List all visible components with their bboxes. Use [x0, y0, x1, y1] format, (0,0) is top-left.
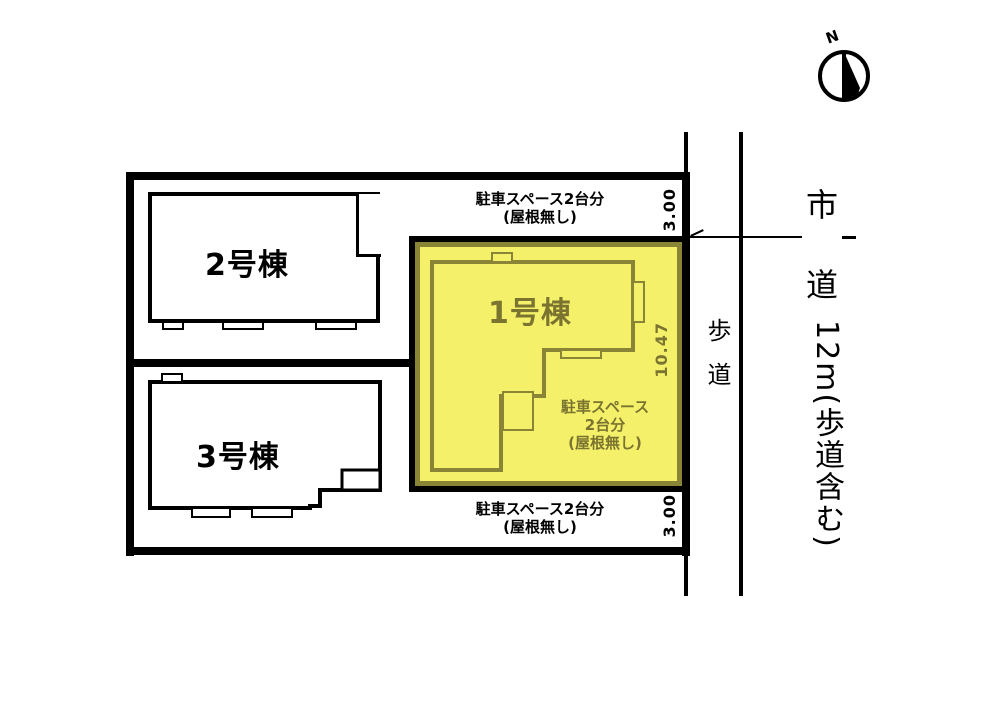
- parking-bottom-label: 駐車スペース2台分 (屋根無し): [475, 500, 605, 536]
- building-2-window: [315, 321, 357, 330]
- north-arrow-icon: [818, 50, 870, 102]
- building-2-window: [162, 321, 184, 330]
- parking-bottom-width-dimension: 3.00: [660, 494, 679, 538]
- lot1-depth-dimension: 10.47: [652, 322, 671, 378]
- building-3-outline[interactable]: [144, 372, 384, 522]
- sidewalk-label: 歩道: [703, 318, 731, 406]
- lot1-boundary-top: [409, 236, 689, 242]
- building-3-label: 3号棟: [196, 440, 280, 475]
- site-boundary-top: [126, 172, 688, 180]
- building-2[interactable]: [148, 192, 380, 323]
- road-boundary-line: [684, 132, 688, 596]
- lot1-boundary-left: [409, 236, 415, 492]
- north-arrow: N: [812, 26, 874, 106]
- building-2-notch: [356, 194, 381, 257]
- lot1-boundary-bottom: [409, 486, 689, 492]
- road-name-char-1: 市: [806, 186, 839, 224]
- building-2-window: [222, 321, 264, 330]
- site-boundary-bottom: [126, 547, 688, 555]
- lot1-parking-label: 駐車スペース 2台分 (屋根無し): [560, 398, 650, 452]
- building-2-label: 2号棟: [205, 248, 289, 283]
- building-1-outline[interactable]: [415, 242, 682, 486]
- parking-top-width-dimension: 3.00: [660, 188, 679, 232]
- road-name-char-2: 道: [806, 266, 839, 304]
- road-width-leader-line: [690, 236, 802, 238]
- north-label: N: [823, 26, 842, 48]
- parking-top-label: 駐車スペース2台分 (屋根無し): [475, 190, 605, 226]
- road-width-label: 12m(歩道含む): [809, 320, 844, 549]
- building-1-label: 1号棟: [488, 296, 572, 331]
- road-width-tick: [842, 236, 856, 239]
- sidewalk-curb-line: [739, 132, 743, 596]
- lot-divider-2-3: [126, 359, 416, 367]
